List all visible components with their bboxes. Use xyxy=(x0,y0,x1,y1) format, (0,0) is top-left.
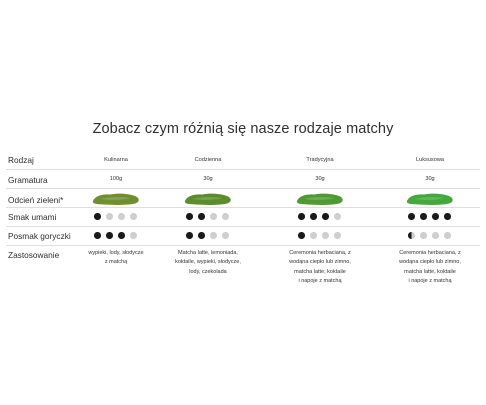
rating-dot xyxy=(106,232,113,239)
rating-dot xyxy=(118,232,125,239)
rating-dot xyxy=(298,232,305,239)
usage-line: wodąna ciepło lub zimno, xyxy=(399,259,461,266)
rating-dot xyxy=(334,232,341,239)
usage-line: z matchą xyxy=(104,259,128,266)
column-weight: 30g xyxy=(203,176,213,182)
rating-dot xyxy=(198,232,205,239)
matcha-swatch xyxy=(406,193,453,205)
usage-line: wypieki, lody, słodycze xyxy=(88,250,144,256)
row-label-usage: Zastosowanie xyxy=(8,250,60,260)
usage-line: i napoje z matchą xyxy=(408,278,452,285)
rating-dot xyxy=(94,213,101,220)
bitterness-rating xyxy=(298,232,341,239)
rating-dot xyxy=(130,213,137,220)
column-name: Tradycyjna xyxy=(306,157,334,163)
rating-dot xyxy=(310,232,317,239)
rating-dot xyxy=(106,213,113,220)
bitterness-rating xyxy=(94,232,137,239)
rating-dot xyxy=(432,232,439,239)
column-weight: 30g xyxy=(425,176,435,182)
rating-dot xyxy=(322,213,329,220)
rating-dot xyxy=(210,213,217,220)
bitterness-rating xyxy=(408,232,451,239)
rating-dot xyxy=(222,232,229,239)
usage-line: Ceremonia herbaciana, z xyxy=(399,250,461,256)
umami-rating xyxy=(298,213,341,220)
rating-dot xyxy=(444,213,451,220)
rating-dot xyxy=(298,213,305,220)
rating-dot xyxy=(198,213,205,220)
usage-line: matcha latte, koktaile xyxy=(404,268,456,275)
rating-dot xyxy=(408,213,415,220)
column-weight: 100g xyxy=(109,176,123,182)
rating-dot xyxy=(130,232,137,239)
divider xyxy=(6,245,480,246)
rating-dot xyxy=(94,232,101,239)
usage-line: lody, czekolada xyxy=(189,268,227,275)
column-name: Codzienna xyxy=(194,157,222,163)
rating-dot xyxy=(408,232,415,239)
usage-text: wypieki, lody, słodycze z matchą xyxy=(71,249,161,268)
rating-dot xyxy=(186,213,193,220)
row-label-umami: Smak umami xyxy=(8,212,57,222)
rating-dot xyxy=(210,232,217,239)
rating-dot xyxy=(310,213,317,220)
row-label-bitterness: Posmak goryczki xyxy=(8,231,71,241)
usage-line: Ceremonia herbaciana, z xyxy=(289,250,351,256)
umami-rating xyxy=(186,213,229,220)
umami-rating xyxy=(408,213,451,220)
usage-text: Matcha latte, lemoniada, koktaile, wypiek… xyxy=(163,249,253,277)
column-weight: 30g xyxy=(315,176,325,182)
usage-line: wodąna ciepło lub zimno, xyxy=(289,259,351,266)
matcha-swatch xyxy=(184,193,231,205)
rating-dot xyxy=(444,232,451,239)
page-title: Zobacz czym różnią się nasze rodzaje mat… xyxy=(92,121,394,137)
divider xyxy=(6,188,480,189)
rating-dot xyxy=(420,232,427,239)
rating-dot xyxy=(334,213,341,220)
matcha-swatch xyxy=(296,193,343,205)
umami-rating xyxy=(94,213,137,220)
row-label-shade: Odcień zieleni* xyxy=(8,195,64,205)
bitterness-rating xyxy=(186,232,229,239)
divider xyxy=(6,226,480,227)
rating-dot xyxy=(118,213,125,220)
usage-text: Ceremonia herbaciana, z wodąna ciepło lub… xyxy=(275,249,365,287)
divider xyxy=(6,169,480,170)
usage-line: koktaile, wypieki, słodycze, xyxy=(175,259,241,266)
usage-line: Matcha latte, lemoniada, xyxy=(178,250,238,256)
usage-line: i napoje z matchą xyxy=(298,278,342,285)
divider xyxy=(6,207,480,208)
rating-dot xyxy=(322,232,329,239)
column-name: Kulinarna xyxy=(104,157,128,163)
usage-text: Ceremonia herbaciana, z wodąna ciepło lub… xyxy=(385,249,475,287)
row-label-type: Rodzaj xyxy=(8,155,34,165)
usage-line: matcha latte, koktaile xyxy=(294,268,346,275)
column-name: Luksusowa xyxy=(416,157,444,163)
rating-dot xyxy=(420,213,427,220)
rating-dot xyxy=(186,232,193,239)
rating-dot xyxy=(222,213,229,220)
matcha-swatch xyxy=(92,193,139,205)
rating-dot xyxy=(432,213,439,220)
row-label-weight: Gramatura xyxy=(8,175,48,185)
